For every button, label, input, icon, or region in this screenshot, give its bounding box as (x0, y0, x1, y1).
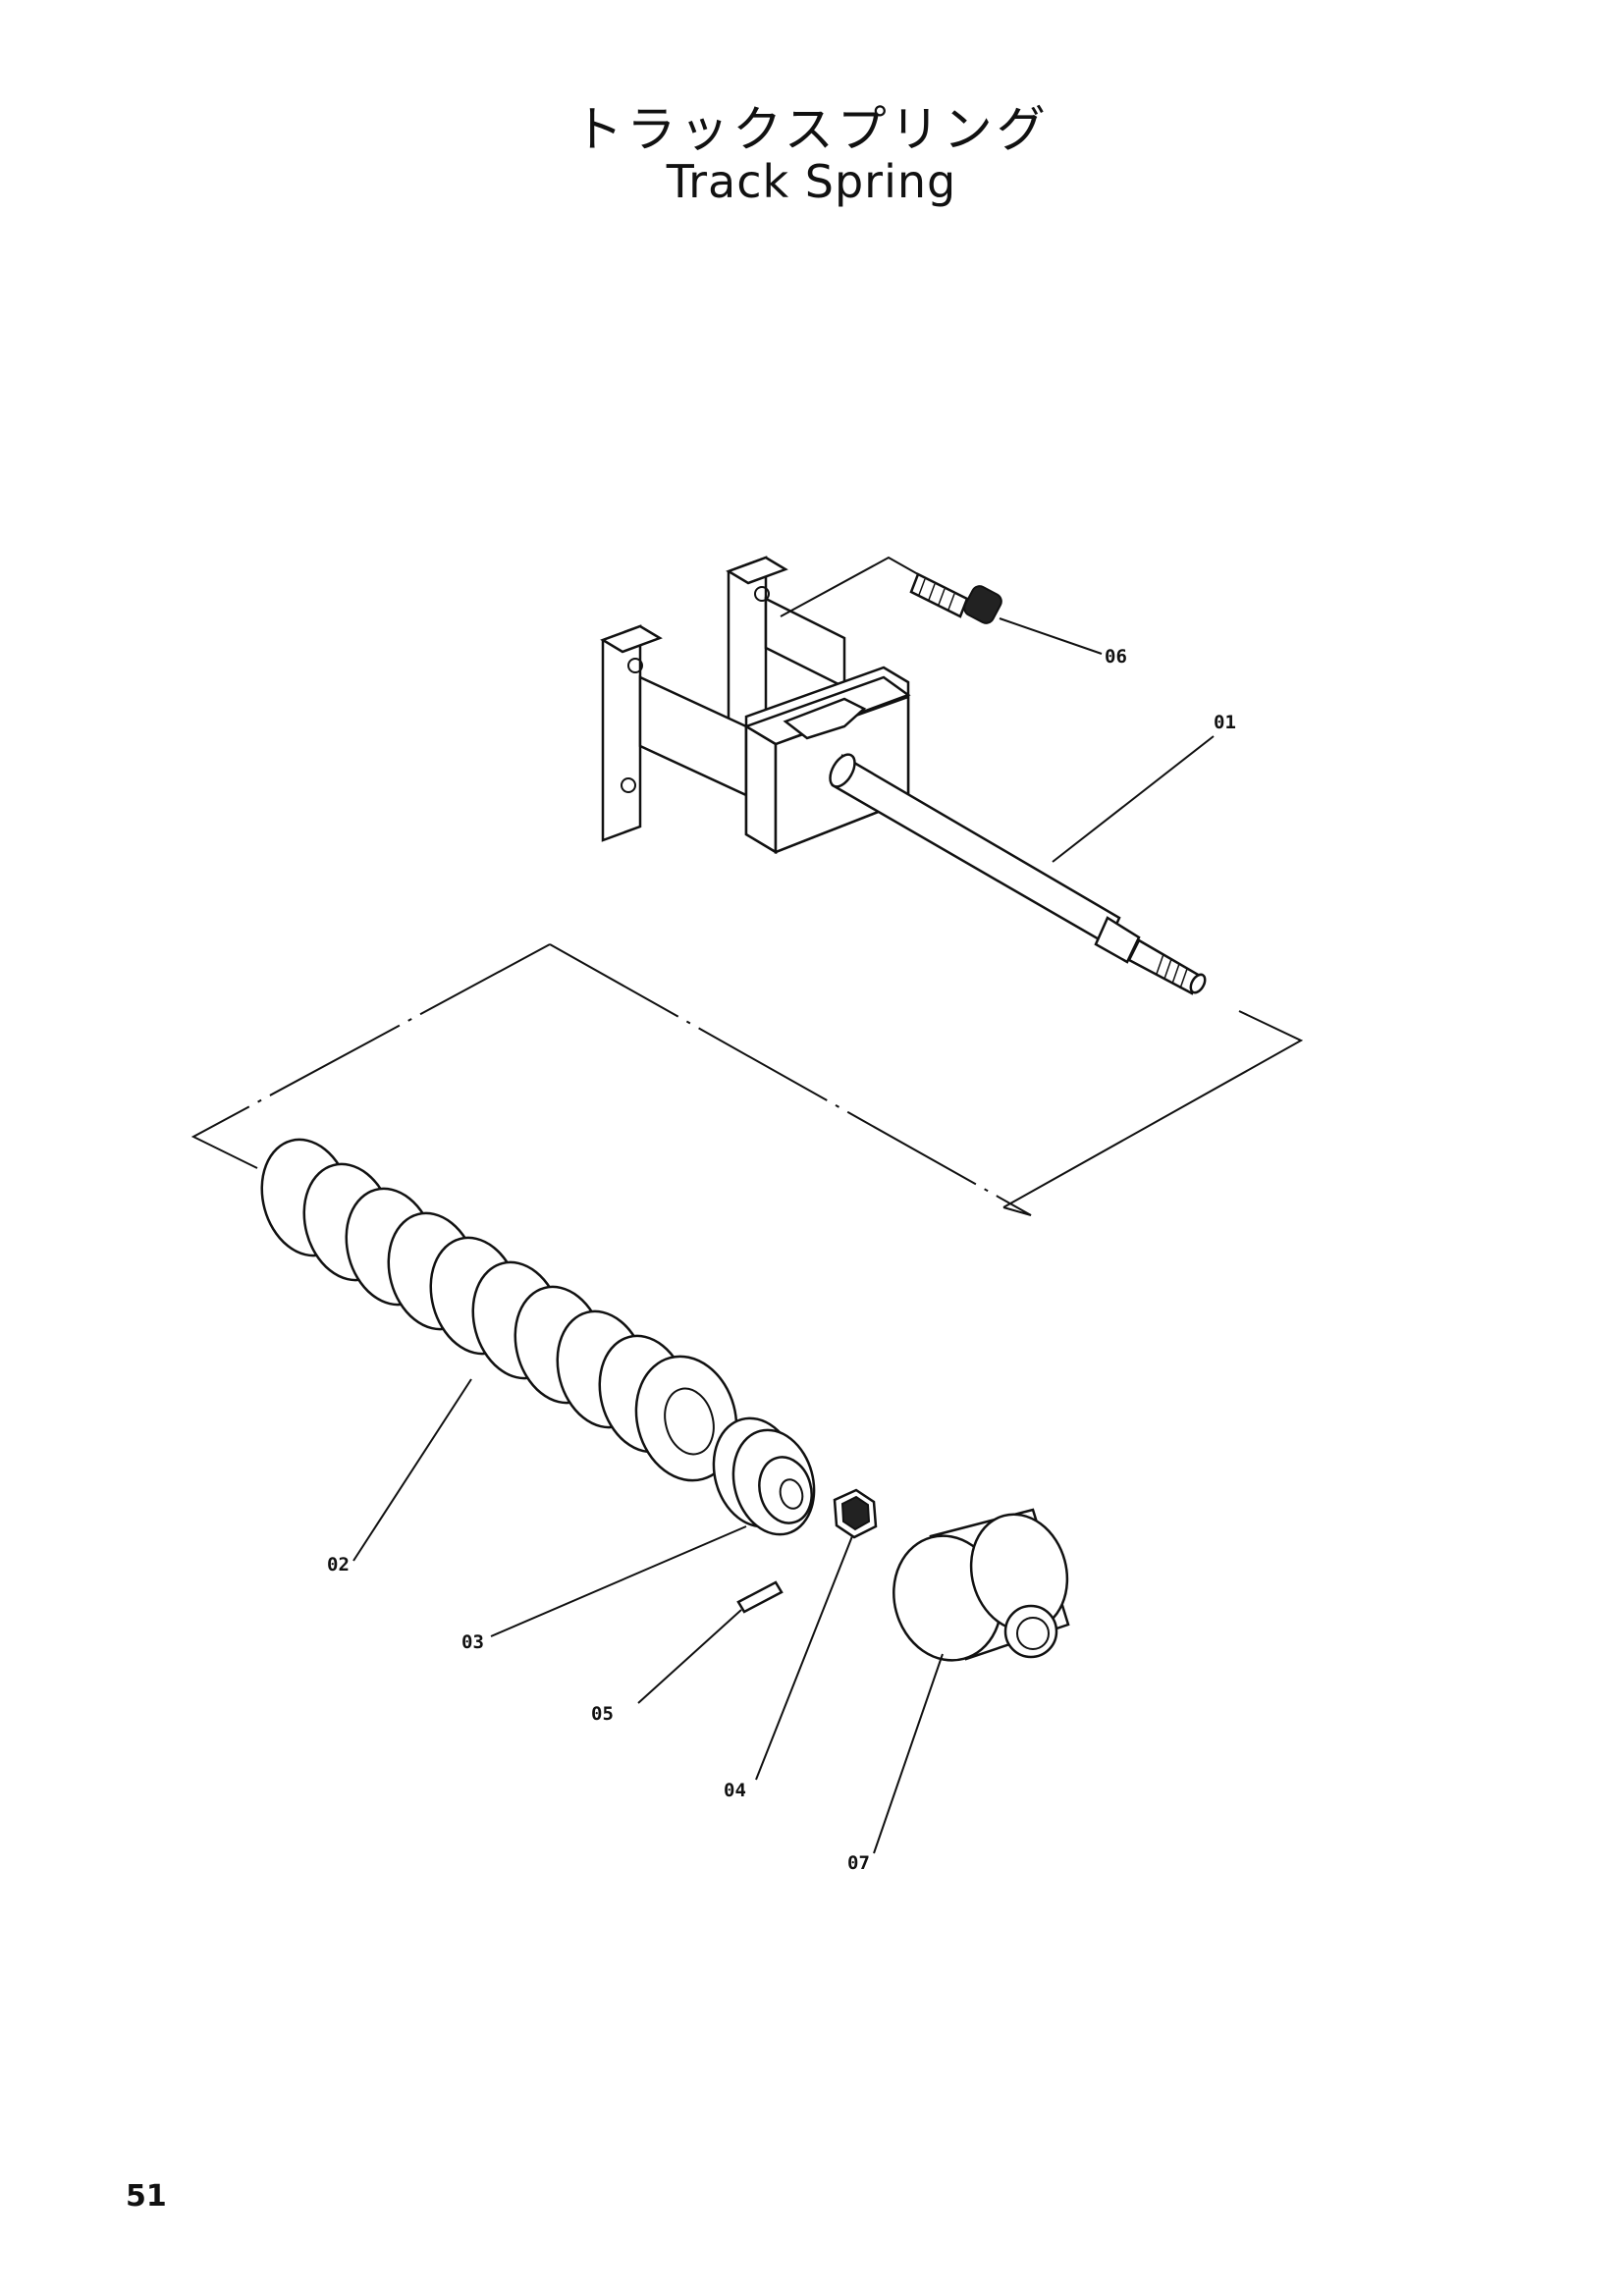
callout-04: 04 (724, 1780, 746, 1801)
page-number: 51 (126, 2179, 167, 2214)
title-japanese: トラックスプリング (573, 101, 1050, 158)
part-06-fitting (909, 572, 1103, 655)
part-07-cover (873, 1508, 1070, 1854)
callout-07: 07 (847, 1852, 870, 1874)
part-02-coil-spring (260, 1138, 738, 1562)
part-03-spring-seat (490, 1416, 816, 1637)
callout-03: 03 (461, 1631, 484, 1653)
part-05-cotter-pin (637, 1580, 784, 1704)
part-01-bracket-rod (600, 556, 1207, 995)
callout-02: 02 (327, 1554, 350, 1575)
callout-06: 06 (1105, 646, 1127, 667)
callout-01: 01 (1214, 712, 1236, 733)
part-04-castle-nut (755, 1488, 878, 1781)
callout-05: 05 (591, 1703, 614, 1725)
title-english: Track Spring (666, 155, 957, 208)
